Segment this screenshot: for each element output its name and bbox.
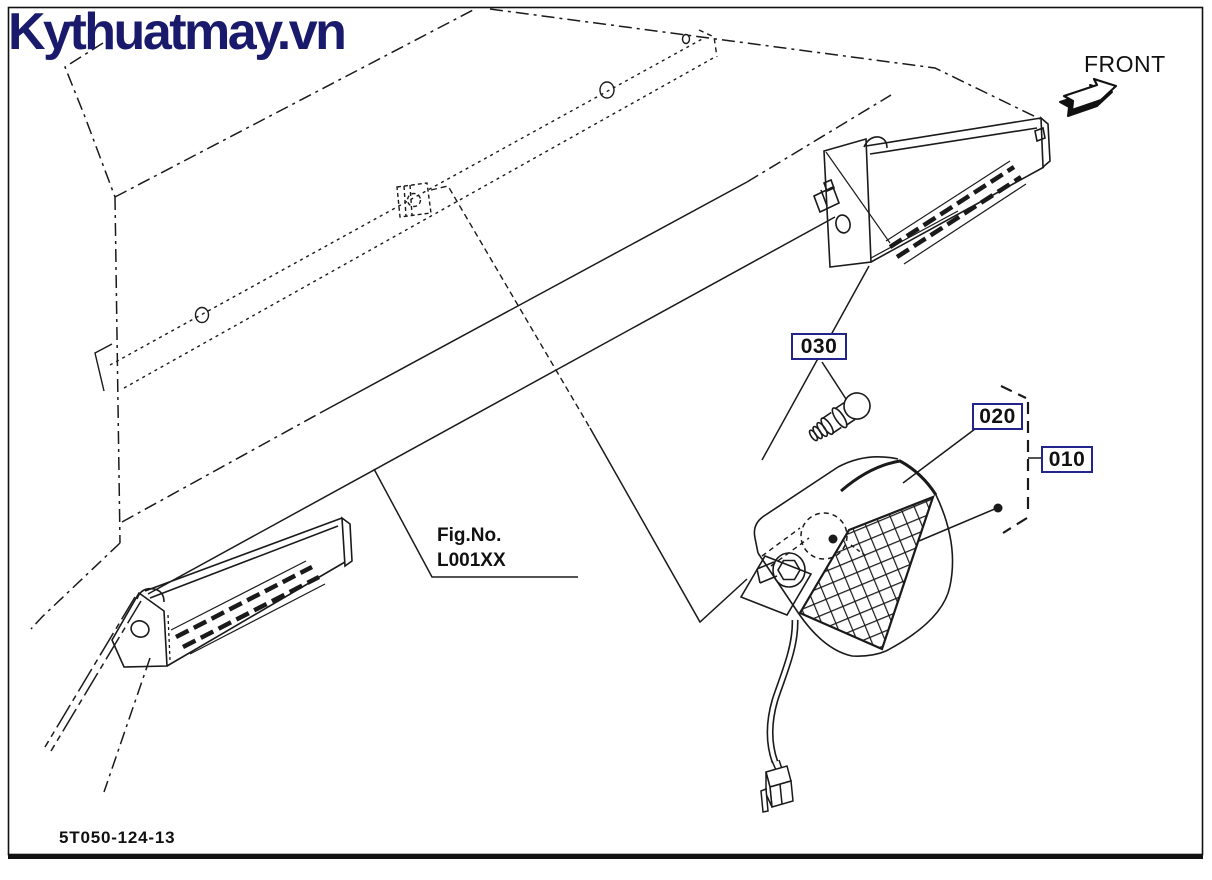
lamp-wire: [766, 619, 799, 764]
fender-edges: [147, 181, 836, 595]
callout-030[interactable]: 030: [791, 333, 847, 360]
page-border: [7, 6, 1204, 859]
wire-connector: [760, 759, 794, 813]
figure-reference-label: Fig.No.: [437, 525, 502, 546]
wire-clamp-detail: [396, 182, 591, 429]
machine-body-phantom-lines: [30, 8, 1041, 793]
step-bracket-left: [111, 516, 353, 668]
drawing-code: 5T050-124-13: [59, 828, 176, 847]
watermark-logo: Kythuatmay.vn: [8, 3, 347, 61]
reference-lines: [589, 265, 870, 624]
bulb: [808, 392, 871, 442]
work-lamp: [739, 456, 954, 657]
step-bracket-right: [812, 116, 1051, 268]
callout-020[interactable]: 020: [972, 403, 1023, 430]
callout-010[interactable]: 010: [1041, 446, 1093, 473]
assembly-bracket: [1000, 385, 1041, 534]
figure-reference[interactable]: Fig.No. L001XX: [437, 523, 506, 573]
front-direction-label: FRONT: [1084, 51, 1166, 77]
callout-leaders: [373, 361, 1003, 578]
fender-rail: [94, 29, 718, 392]
figure-reference-number: L001XX: [437, 550, 506, 571]
front-direction-arrow: [1059, 77, 1118, 117]
